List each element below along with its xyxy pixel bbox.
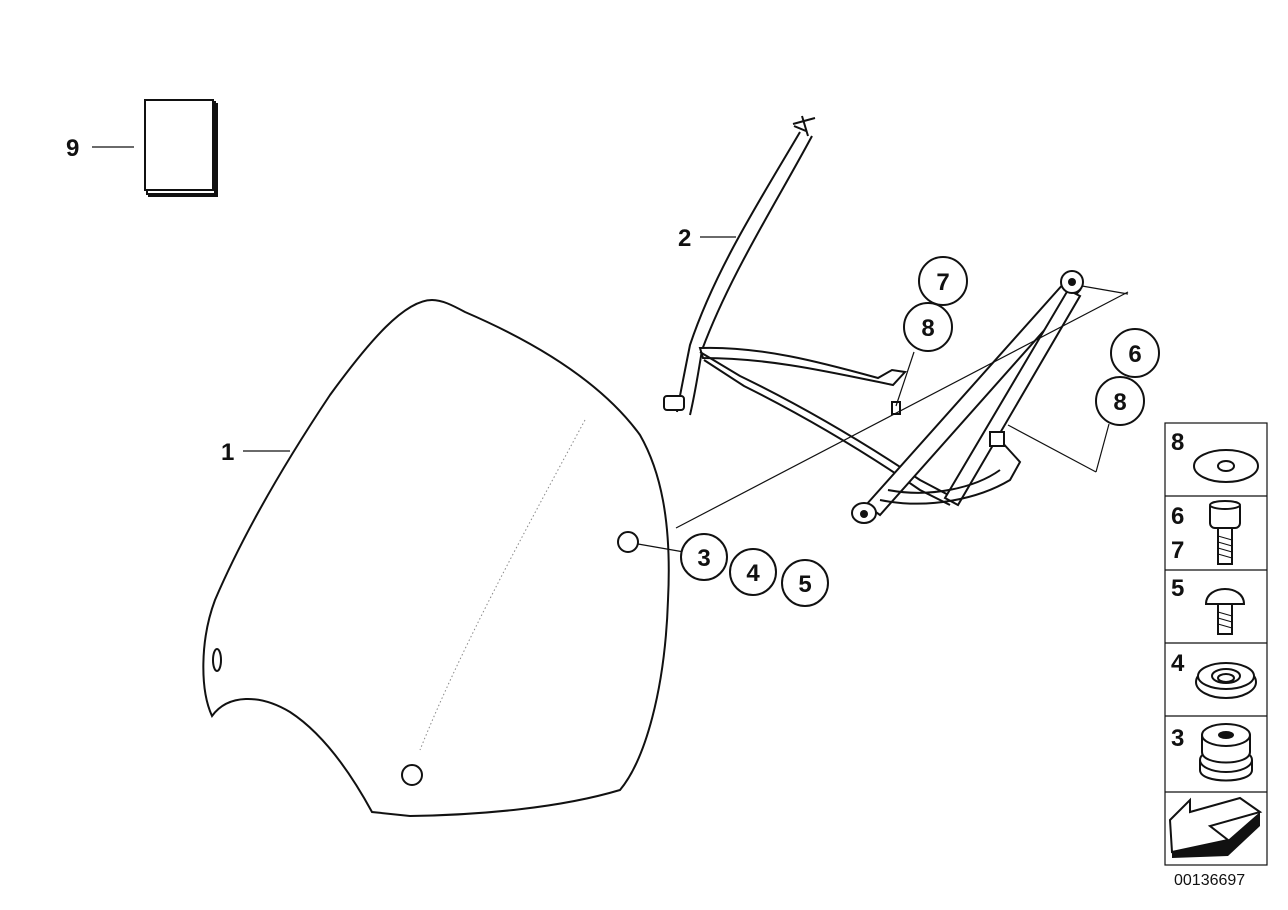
- callout-6: 6: [1110, 328, 1160, 378]
- part-label-1: 1: [221, 439, 234, 466]
- direction-arrow-icon: [1168, 796, 1263, 858]
- svg-text:7: 7: [936, 269, 949, 296]
- svg-text:4: 4: [746, 560, 760, 587]
- legend-label-7: 7: [1171, 537, 1184, 564]
- diagram-reference-number: 00136697: [1174, 872, 1245, 889]
- leader-lines: [637, 285, 1129, 553]
- callout-8-lower: 8: [1095, 376, 1145, 426]
- part-label-9: 9: [66, 135, 79, 162]
- legend-label-4: 4: [1171, 650, 1185, 677]
- callout-3: 3: [680, 533, 728, 581]
- washer-icon: [1193, 449, 1259, 483]
- svg-text:8: 8: [1113, 389, 1126, 416]
- legend-label-6: 6: [1171, 503, 1184, 530]
- grommet-icon: [1195, 662, 1257, 699]
- hardware-legend-panel: 8 6 7 5 4 3: [1164, 422, 1268, 866]
- svg-text:5: 5: [798, 571, 811, 598]
- callout-4: 4: [729, 548, 777, 596]
- legend-label-3: 3: [1171, 725, 1184, 752]
- callout-5: 5: [781, 559, 829, 607]
- svg-text:8: 8: [921, 315, 934, 342]
- legend-label-5: 5: [1171, 575, 1184, 602]
- rubber-bushing-icon: [1199, 723, 1253, 782]
- button-screw-icon: [1204, 588, 1246, 635]
- legend-label-8: 8: [1171, 429, 1184, 456]
- part-label-2: 2: [678, 225, 691, 252]
- svg-text:6: 6: [1128, 341, 1141, 368]
- callout-8-upper: 8: [903, 302, 953, 352]
- svg-text:3: 3: [697, 545, 710, 572]
- part-1-windscreen: [202, 298, 670, 818]
- part-9-booklet: [144, 99, 218, 197]
- callout-7: 7: [918, 256, 968, 306]
- socket-screw-icon: [1209, 500, 1241, 565]
- support-frame: [851, 270, 1084, 524]
